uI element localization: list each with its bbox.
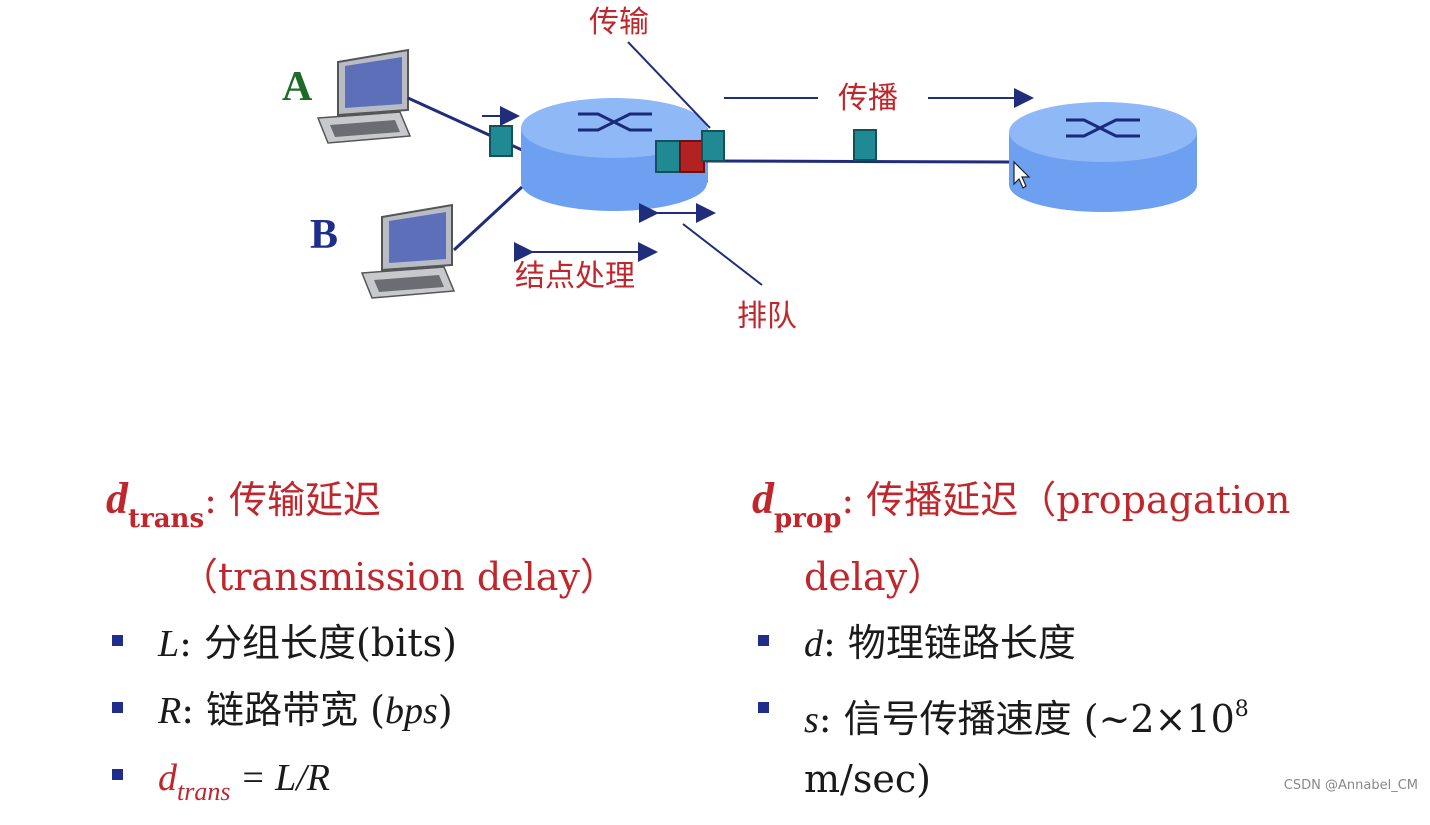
transmission-delay-list: L: 分组长度(bits) R: 链路带宽 (bps) dtrans = L/R [106, 610, 706, 825]
host-b-label: B [310, 212, 338, 258]
queueing-pointer [682, 223, 763, 286]
bullet-icon [112, 635, 123, 646]
link-length-text: : 物理链路长度 [823, 621, 1076, 665]
packet-queued [655, 140, 681, 173]
transmission-pointer [627, 41, 711, 129]
packet-queued-red [679, 140, 705, 173]
speed-unit: m/sec) [804, 757, 931, 801]
list-item-propagation-speed: s: 信号传播速度 (~2×108 [752, 677, 1362, 753]
propagation-delay-title: : 传播延迟（propagation [841, 478, 1291, 522]
mouse-cursor-icon [1013, 160, 1031, 189]
queueing-label: 排队 [737, 299, 797, 334]
dtrans-subscript: trans [128, 504, 205, 534]
list-item-dtrans-formula: dtrans = L/R [106, 744, 706, 825]
var-d: d [804, 623, 823, 665]
computer-b-icon [360, 203, 456, 299]
bullet-icon [112, 769, 123, 780]
packet-propagating [853, 129, 877, 161]
link-b [452, 185, 524, 252]
link-bandwidth-text: : 链路带宽 ( [181, 688, 386, 732]
formula-text: = L/R [230, 757, 331, 799]
packet-length-text: : 分组长度(bits) [179, 621, 457, 665]
propagation-delay-english: delay） [804, 555, 946, 599]
packet-incoming [489, 125, 513, 157]
propagation-delay-section: dprop: 传播延迟（propagation delay） d: 物理链路长度… [752, 470, 1362, 805]
bullet-icon [758, 635, 769, 646]
var-R: R [158, 690, 182, 732]
list-item-link-length: d: 物理链路长度 [752, 610, 1362, 677]
dtrans-symbol: d [106, 474, 128, 523]
transmission-delay-section: dtrans: 传输延迟 （transmission delay） L: 分组长… [106, 470, 706, 825]
watermark: CSDN @Annabel_CM [1283, 778, 1418, 793]
propagation-delay-heading: dprop: 传播延迟（propagation [752, 470, 1362, 548]
bps-unit: bps [385, 690, 438, 732]
host-a-label: A [282, 64, 313, 110]
close-paren: ) [437, 688, 453, 732]
computer-a-icon [316, 48, 412, 144]
propagation-label: 传播 [838, 81, 898, 116]
bullet-icon [758, 702, 769, 713]
packet-transmitting [701, 130, 725, 162]
bullet-icon [112, 702, 123, 713]
var-L: L [158, 623, 180, 665]
router-2-icon [1009, 102, 1197, 212]
exponent: 8 [1234, 697, 1249, 722]
link-routers [705, 159, 1013, 164]
dprop-subscript: prop [774, 504, 842, 534]
var-s: s [804, 699, 819, 741]
list-item-link-bandwidth: R: 链路带宽 (bps) [106, 677, 706, 744]
transmission-delay-english: （transmission delay） [180, 555, 618, 599]
transmission-delay-heading: dtrans: 传输延迟 [106, 470, 706, 548]
propagation-delay-list: d: 物理链路长度 s: 信号传播速度 (~2×108 [752, 610, 1362, 753]
formula-d: d [158, 757, 177, 799]
transmission-delay-title: : 传输延迟 [204, 478, 381, 522]
network-delay-diagram: A B 传输 传播 结点处理 排队 [282, 5, 1197, 334]
propagation-speed-text: : 信号传播速度 (~2×10 [818, 697, 1235, 741]
dprop-symbol: d [752, 474, 774, 523]
processing-label: 结点处理 [515, 259, 635, 294]
list-item-packet-length: L: 分组长度(bits) [106, 610, 706, 677]
transmission-label: 传输 [589, 5, 649, 40]
formula-subscript: trans [177, 777, 231, 806]
